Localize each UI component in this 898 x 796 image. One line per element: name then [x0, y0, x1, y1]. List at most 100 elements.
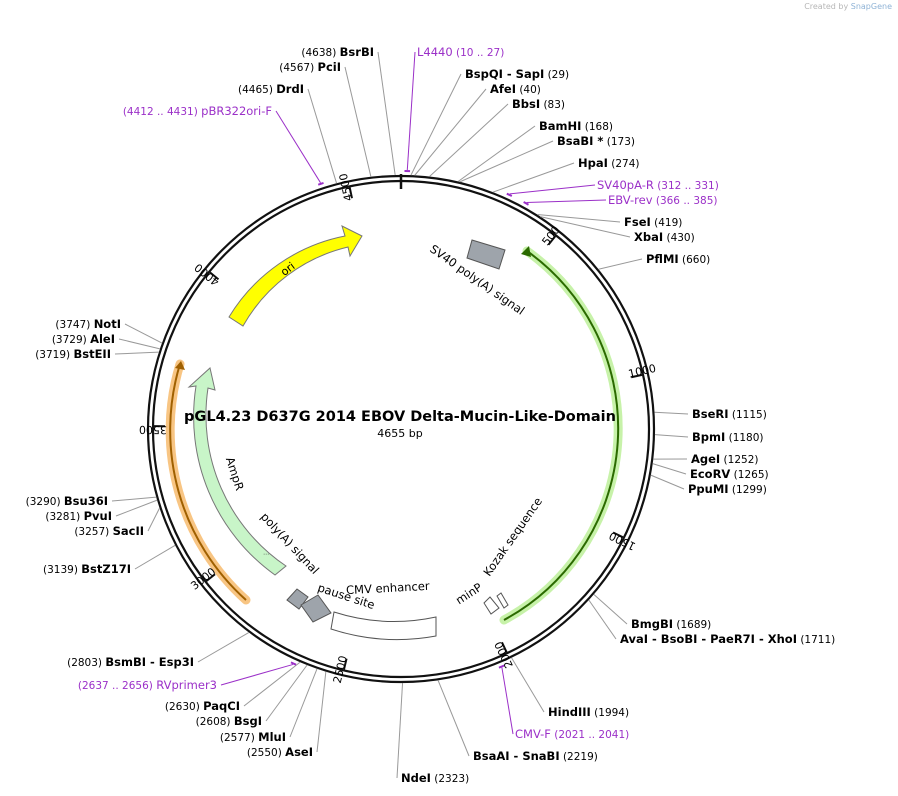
ruler-tick-8: [348, 187, 353, 199]
snapgene-branding: Created by SnapGene: [804, 2, 892, 11]
site-label-22: (2550) AseI: [247, 745, 313, 759]
site-label-3: BspQI - SapI (29): [465, 67, 569, 81]
snapgene-logo-text: SnapGene: [850, 2, 892, 11]
site-position: (1689): [673, 619, 711, 631]
site-label-16: PpuMI (1299): [688, 482, 767, 496]
ruler-label-1: 1000: [627, 362, 657, 381]
site-name: AgeI: [691, 452, 720, 466]
ruler-tick-3: [501, 641, 508, 653]
site-position: (83): [540, 99, 565, 111]
site-label-15: EcoRV (1265): [690, 467, 769, 481]
site-position: (274): [608, 158, 640, 170]
site-name: PflMI: [646, 252, 679, 266]
primer-label-3: CMV-F (2021 .. 2041): [515, 727, 629, 741]
site-label-33: (3747) NotI: [55, 317, 121, 331]
site-position: (2323): [431, 773, 469, 785]
site-position: (4465): [238, 84, 276, 96]
site-label-10: XbaI (430): [634, 230, 695, 244]
orange-feature-arrow: [175, 361, 185, 370]
primer-range: (312 .. 331): [654, 180, 719, 192]
site-label-12: BseRI (1115): [692, 407, 767, 421]
site-leader-24: [265, 664, 308, 722]
minp-feature: [483, 596, 500, 615]
site-name: PpuMI: [688, 482, 729, 496]
site-leader-31: [114, 351, 159, 355]
site-position: (3281): [45, 511, 83, 523]
green-feature-line: [503, 250, 620, 621]
site-position: (2550): [247, 747, 285, 759]
kozak-label: Kozak sequence: [480, 495, 545, 579]
site-label-28: (3257) SacII: [74, 524, 144, 538]
site-name: EcoRV: [690, 467, 730, 481]
site-leader-lines: [111, 51, 689, 779]
site-label-18: AvaI - BsoBI - PaeR7I - XhoI (1711): [620, 632, 835, 646]
site-name: AvaI - BsoBI - PaeR7I - XhoI: [620, 632, 797, 646]
site-position: (2630): [165, 701, 203, 713]
site-label-11: PflMI (660): [646, 252, 710, 266]
site-name: AseI: [285, 745, 313, 759]
sv40-polya-feature: [466, 239, 506, 270]
site-leader-17: [593, 593, 628, 625]
ampr-ellipsis: ⋯: [263, 551, 269, 558]
kozak-feature: [496, 592, 509, 609]
primer-name: SV40pA-R: [597, 178, 654, 192]
site-labels: (4638) BsrBI(4567) PciI(4465) DrdIBspQI …: [26, 45, 836, 785]
site-label-23: (2577) MluI: [220, 730, 286, 744]
site-position: (3719): [35, 349, 73, 361]
primer-mark-2: [523, 201, 530, 206]
site-name: HpaI: [578, 156, 608, 170]
site-name: AleI: [90, 332, 115, 346]
site-position: (2219): [560, 751, 598, 763]
site-leader-16: [650, 474, 685, 490]
site-leader-11: [598, 258, 643, 270]
primer-name: pBR322ori-F: [201, 104, 272, 118]
site-name: XbaI: [634, 230, 663, 244]
plasmid-name: pGL4.23 D637G 2014 EBOV Delta-Mucin-Like…: [184, 409, 616, 425]
site-name: HindIII: [548, 705, 591, 719]
ruler-label-6: 3500: [139, 423, 167, 436]
ruler-tick-2: [612, 531, 624, 539]
ori-feature: [228, 225, 363, 327]
site-name: FseI: [624, 215, 651, 229]
site-label-20: BsaAI - SnaBI (2219): [473, 749, 598, 763]
primer-range: (10 .. 27): [453, 47, 505, 59]
site-name: NotI: [94, 317, 121, 331]
site-label-7: BsaBI * (173): [557, 134, 635, 148]
primer-mark-5: [317, 181, 324, 186]
site-leader-32: [118, 338, 161, 350]
site-name: BspQI - SapI: [465, 67, 544, 81]
site-position: (1115): [729, 409, 767, 421]
primer-mark-3: [498, 664, 505, 669]
site-position: (40): [516, 84, 541, 96]
site-leader-23: [289, 668, 318, 738]
site-leader-9: [537, 214, 621, 223]
site-leader-30: [111, 496, 157, 502]
site-position: (1180): [725, 432, 763, 444]
site-leader-7: [459, 140, 554, 183]
site-position: (419): [651, 217, 683, 229]
site-label-26: (2803) BsmBI - Esp3I: [67, 655, 194, 669]
ruler-ticks: [154, 187, 643, 670]
site-name: BbsI: [512, 97, 540, 111]
site-leader-18: [588, 599, 617, 640]
site-position: (1265): [730, 469, 768, 481]
site-position: (4638): [301, 47, 339, 59]
ruler-label-7: 4000: [192, 261, 222, 289]
site-leader-0: [377, 51, 396, 176]
site-leader-25: [243, 661, 301, 707]
site-name: BmgBI: [631, 617, 673, 631]
primer-labels: L4440 (10 .. 27)SV40pA-R (312 .. 331)EBV…: [78, 45, 719, 741]
site-position: (2608): [196, 716, 234, 728]
site-leader-29: [115, 499, 158, 517]
site-leader-1: [344, 66, 372, 177]
cmv-enhancer-feature: [330, 611, 437, 641]
primer-leader-3: [501, 667, 514, 735]
primer-name: L4440: [417, 45, 453, 59]
ruler-label-3: 2000: [492, 639, 516, 670]
primer-leader-5: [275, 110, 321, 184]
ruler-tick-0: [547, 235, 557, 246]
site-label-29: (3281) PvuI: [45, 509, 112, 523]
site-label-5: BbsI (83): [512, 97, 565, 111]
backbone: [146, 174, 656, 684]
site-label-13: BpmI (1180): [692, 430, 764, 444]
